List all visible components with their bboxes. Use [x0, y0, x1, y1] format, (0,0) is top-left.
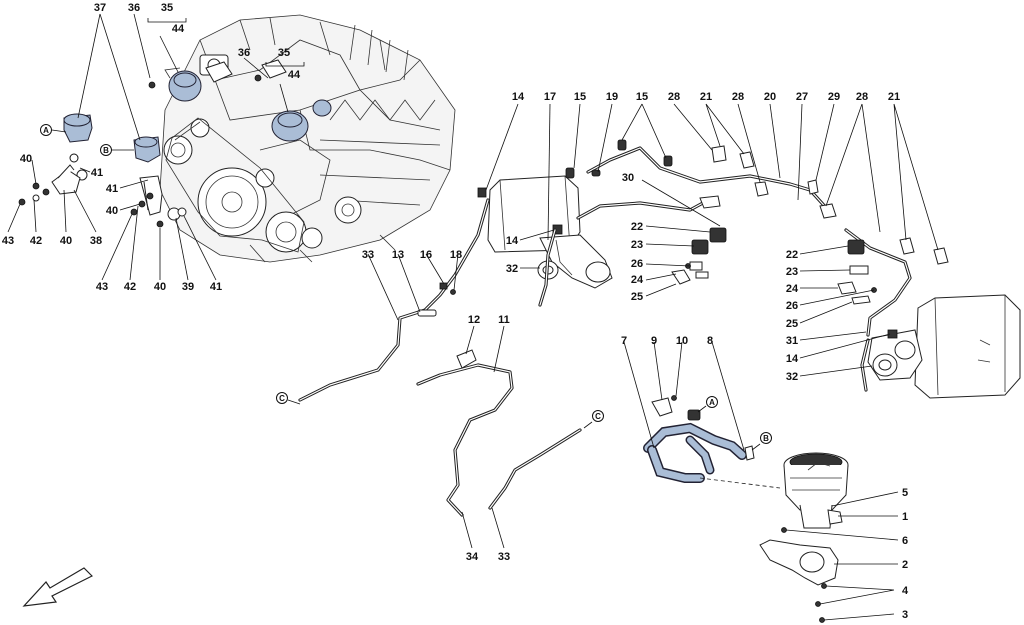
- callout-19: 19: [606, 91, 618, 103]
- engine-illustration: [148, 14, 456, 263]
- callout-6: 6: [902, 535, 908, 547]
- callout-44: 44: [288, 69, 301, 81]
- callout-10: 10: [676, 335, 688, 347]
- callout-15: 15: [574, 91, 586, 103]
- callout-40: 40: [106, 205, 118, 217]
- callout-44: 44: [172, 23, 185, 35]
- callout-11: 11: [498, 314, 510, 326]
- connector-a-left: A: [40, 124, 67, 136]
- callout-42: 42: [30, 235, 42, 247]
- callout-21: 21: [888, 91, 900, 103]
- callout-26: 26: [631, 258, 643, 270]
- callout-5: 5: [902, 487, 908, 499]
- callout-36: 36: [238, 47, 250, 59]
- callout-7: 7: [621, 335, 627, 347]
- callout-28: 28: [856, 91, 868, 103]
- callout-28: 28: [668, 91, 680, 103]
- callout-43: 43: [96, 281, 108, 293]
- leader-lines: [7, 13, 939, 621]
- callout-23: 23: [631, 239, 643, 251]
- callout-40: 40: [20, 153, 32, 165]
- callout-42: 42: [124, 281, 136, 293]
- callout-15: 15: [636, 91, 648, 103]
- callout-38: 38: [90, 235, 102, 247]
- callout-21: 21: [700, 91, 712, 103]
- catalyst-left: [477, 175, 613, 289]
- callout-39: 39: [182, 281, 194, 293]
- callout-26: 26: [786, 300, 798, 312]
- connector-label: A: [43, 126, 49, 135]
- callout-33: 33: [362, 249, 374, 261]
- callout-40: 40: [60, 235, 72, 247]
- callout-41: 41: [106, 183, 118, 195]
- callout-32: 32: [786, 371, 798, 383]
- callout-41: 41: [91, 167, 103, 179]
- connector-label: B: [103, 146, 109, 155]
- callout-13: 13: [392, 249, 404, 261]
- callout-33: 33: [498, 551, 510, 563]
- callout-35: 35: [278, 47, 290, 59]
- callout-27: 27: [796, 91, 808, 103]
- callout-34: 34: [466, 551, 479, 563]
- catalyst-right: [867, 294, 1021, 399]
- callout-4: 4: [902, 585, 909, 597]
- callout-16: 16: [420, 249, 432, 261]
- callout-41: 41: [210, 281, 222, 293]
- connector-label: C: [279, 394, 285, 403]
- callout-28: 28: [732, 91, 744, 103]
- callout-18: 18: [450, 249, 462, 261]
- callout-17: 17: [544, 91, 556, 103]
- connector-a-right: A: [697, 396, 718, 413]
- callout-43: 43: [2, 235, 14, 247]
- hose-lines: [298, 146, 912, 517]
- connector-label: B: [763, 434, 769, 443]
- connector-b-left: B: [100, 144, 134, 156]
- callout-14: 14: [506, 235, 519, 247]
- connector-label: C: [595, 412, 601, 421]
- connector-c-right: C: [583, 410, 604, 429]
- callout-32: 32: [506, 263, 518, 275]
- callout-29: 29: [828, 91, 840, 103]
- callout-1: 1: [902, 511, 908, 523]
- callout-30: 30: [622, 172, 634, 184]
- connector-b-right: B: [751, 432, 772, 451]
- callout-22: 22: [631, 221, 643, 233]
- callout-3: 3: [902, 609, 908, 621]
- callout-23: 23: [786, 266, 798, 278]
- callout-25: 25: [786, 318, 798, 330]
- callout-14: 14: [512, 91, 525, 103]
- callout-20: 20: [764, 91, 776, 103]
- callout-8: 8: [707, 335, 713, 347]
- callout-24: 24: [631, 274, 644, 286]
- callout-25: 25: [631, 291, 643, 303]
- callout-12: 12: [468, 314, 480, 326]
- callout-40: 40: [154, 281, 166, 293]
- callout-36: 36: [128, 2, 140, 14]
- secondary-air-pump-assembly: [643, 395, 849, 623]
- callout-numbers: 37 36 35 44 36 35 44 40 41 41 40 43 42 4…: [2, 2, 909, 621]
- callout-14: 14: [786, 353, 799, 365]
- direction-arrow-icon: [22, 567, 94, 607]
- callout-31: 31: [786, 335, 798, 347]
- callout-2: 2: [902, 559, 908, 571]
- pipe-fittings: [417, 139, 949, 369]
- left-fittings: [18, 113, 187, 228]
- callout-24: 24: [786, 283, 799, 295]
- connector-markers: A B A B C C: [40, 124, 772, 451]
- connector-label: A: [709, 398, 715, 407]
- callout-22: 22: [786, 249, 798, 261]
- callout-37: 37: [94, 2, 106, 14]
- connector-c-left: C: [276, 392, 301, 405]
- callout-9: 9: [651, 335, 657, 347]
- callout-35: 35: [161, 2, 173, 14]
